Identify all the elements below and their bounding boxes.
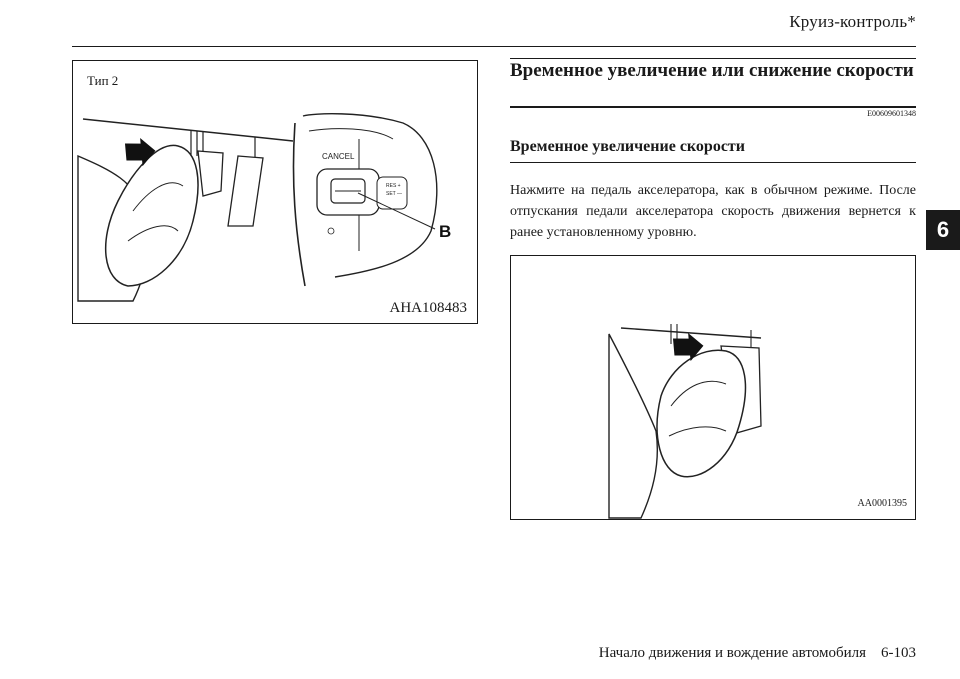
figure-pedal-press: AA0001395 (510, 255, 916, 520)
figure-pedal-and-switch: CANCEL RES + SET — B Тип 2 AHA108483 (72, 60, 478, 324)
header-rule (72, 46, 916, 47)
cancel-label: CANCEL (322, 152, 355, 161)
callout-b: B (439, 222, 451, 241)
section-heading: Временное увеличение или снижение скорос… (510, 58, 916, 87)
running-header: Круиз-контроль* (789, 12, 916, 31)
set-label: SET — (386, 191, 402, 197)
page-footer: Начало движения и вождение автомобиля 6-… (598, 645, 916, 661)
subheading: Временное увеличение скорости (510, 138, 916, 163)
body-paragraph: Нажмите на педаль акселератора, как в об… (510, 183, 916, 240)
speed-icon (327, 227, 335, 235)
res-label: RES + (386, 183, 401, 189)
figure-code: AHA108483 (389, 300, 468, 316)
section-heading-text: Временное увеличение или снижение скорос… (510, 60, 914, 81)
heading-rule (510, 106, 916, 108)
section-code: E00609601348 (867, 109, 916, 118)
chapter-tab: 6 (926, 210, 960, 250)
pedal-switch-illustration: CANCEL RES + SET — B (77, 113, 451, 302)
pedal-press-illustration (608, 324, 762, 519)
figure-type-label: Тип 2 (87, 73, 119, 88)
figure-code: AA0001395 (857, 498, 907, 509)
